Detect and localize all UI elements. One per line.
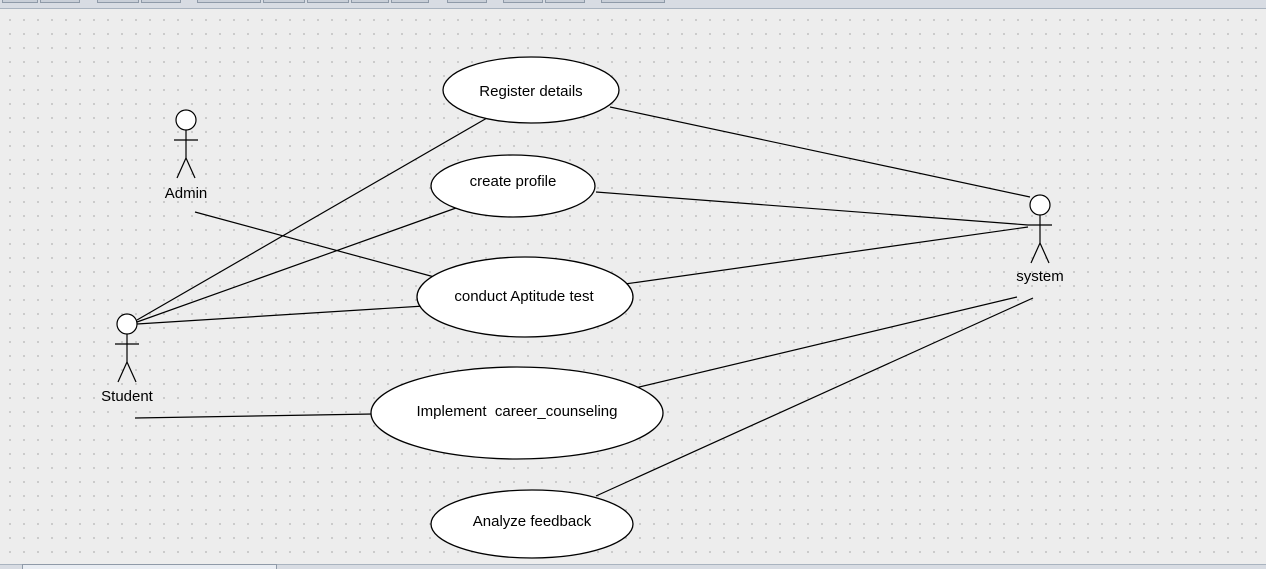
toolbar-button[interactable] <box>545 0 585 3</box>
use-case-label: create profile <box>470 173 557 190</box>
use-case-ellipse[interactable] <box>430 489 634 559</box>
actor-student[interactable]: Student <box>101 313 154 405</box>
actor-left-leg <box>176 157 187 179</box>
use-case-label: conduct Aptitude test <box>454 288 594 305</box>
actor-right-leg <box>126 361 137 383</box>
toolbar-button[interactable] <box>503 0 543 3</box>
association-student-aptitude[interactable] <box>136 305 425 325</box>
use-case-counseling[interactable]: Implement career_counseling <box>370 366 664 460</box>
toolbar-button[interactable] <box>197 0 261 3</box>
use-case-ellipse[interactable] <box>416 256 634 338</box>
use-case-label: Analyze feedback <box>473 513 592 530</box>
toolbar-button[interactable] <box>2 0 38 3</box>
actor-left-leg <box>1030 242 1041 264</box>
association-admin-aptitude[interactable] <box>194 211 439 279</box>
use-case-label: Register details <box>479 83 582 100</box>
use-case-profile[interactable]: create profile <box>430 154 596 218</box>
association-system-profile[interactable] <box>595 191 1029 226</box>
toolbar-button[interactable] <box>141 0 181 3</box>
toolbar-button[interactable] <box>351 0 389 3</box>
diagram-tab[interactable] <box>22 564 277 569</box>
association-student-profile[interactable] <box>136 207 457 323</box>
actor-right-leg <box>185 157 196 179</box>
actor-head <box>116 313 138 335</box>
use-case-ellipse[interactable] <box>370 366 664 460</box>
toolbar-button[interactable] <box>307 0 349 3</box>
toolbar-button[interactable] <box>391 0 429 3</box>
use-case-ellipse[interactable] <box>442 56 620 124</box>
association-student-register[interactable] <box>136 117 488 321</box>
actor-right-leg <box>1039 242 1050 264</box>
association-student-counseling[interactable] <box>134 413 374 419</box>
status-strip <box>0 564 1266 569</box>
actor-label: system <box>1016 268 1064 285</box>
actor-label: Admin <box>165 185 208 202</box>
use-case-ellipse[interactable] <box>430 154 596 218</box>
use-case-aptitude[interactable]: conduct Aptitude test <box>416 256 634 338</box>
association-system-counseling[interactable] <box>634 296 1018 389</box>
toolbar-button[interactable] <box>263 0 305 3</box>
actor-head <box>175 109 197 131</box>
actor-system[interactable]: system <box>1016 194 1064 285</box>
actor-label: Student <box>101 388 154 405</box>
association-system-register[interactable] <box>609 106 1031 198</box>
diagram-canvas[interactable] <box>0 9 1266 564</box>
use-case-label: Implement career_counseling <box>417 403 618 420</box>
actor-admin[interactable]: Admin <box>165 109 208 202</box>
use-case-register[interactable]: Register details <box>442 56 620 124</box>
toolbar <box>0 0 1266 9</box>
association-system-feedback[interactable] <box>595 297 1034 497</box>
actor-left-leg <box>117 361 128 383</box>
toolbar-button[interactable] <box>97 0 139 3</box>
toolbar-button[interactable] <box>601 0 665 3</box>
association-system-aptitude[interactable] <box>624 226 1029 285</box>
actor-head <box>1029 194 1051 216</box>
use-case-feedback[interactable]: Analyze feedback <box>430 489 634 559</box>
toolbar-button[interactable] <box>40 0 80 3</box>
associations <box>134 106 1034 497</box>
toolbar-button[interactable] <box>447 0 487 3</box>
